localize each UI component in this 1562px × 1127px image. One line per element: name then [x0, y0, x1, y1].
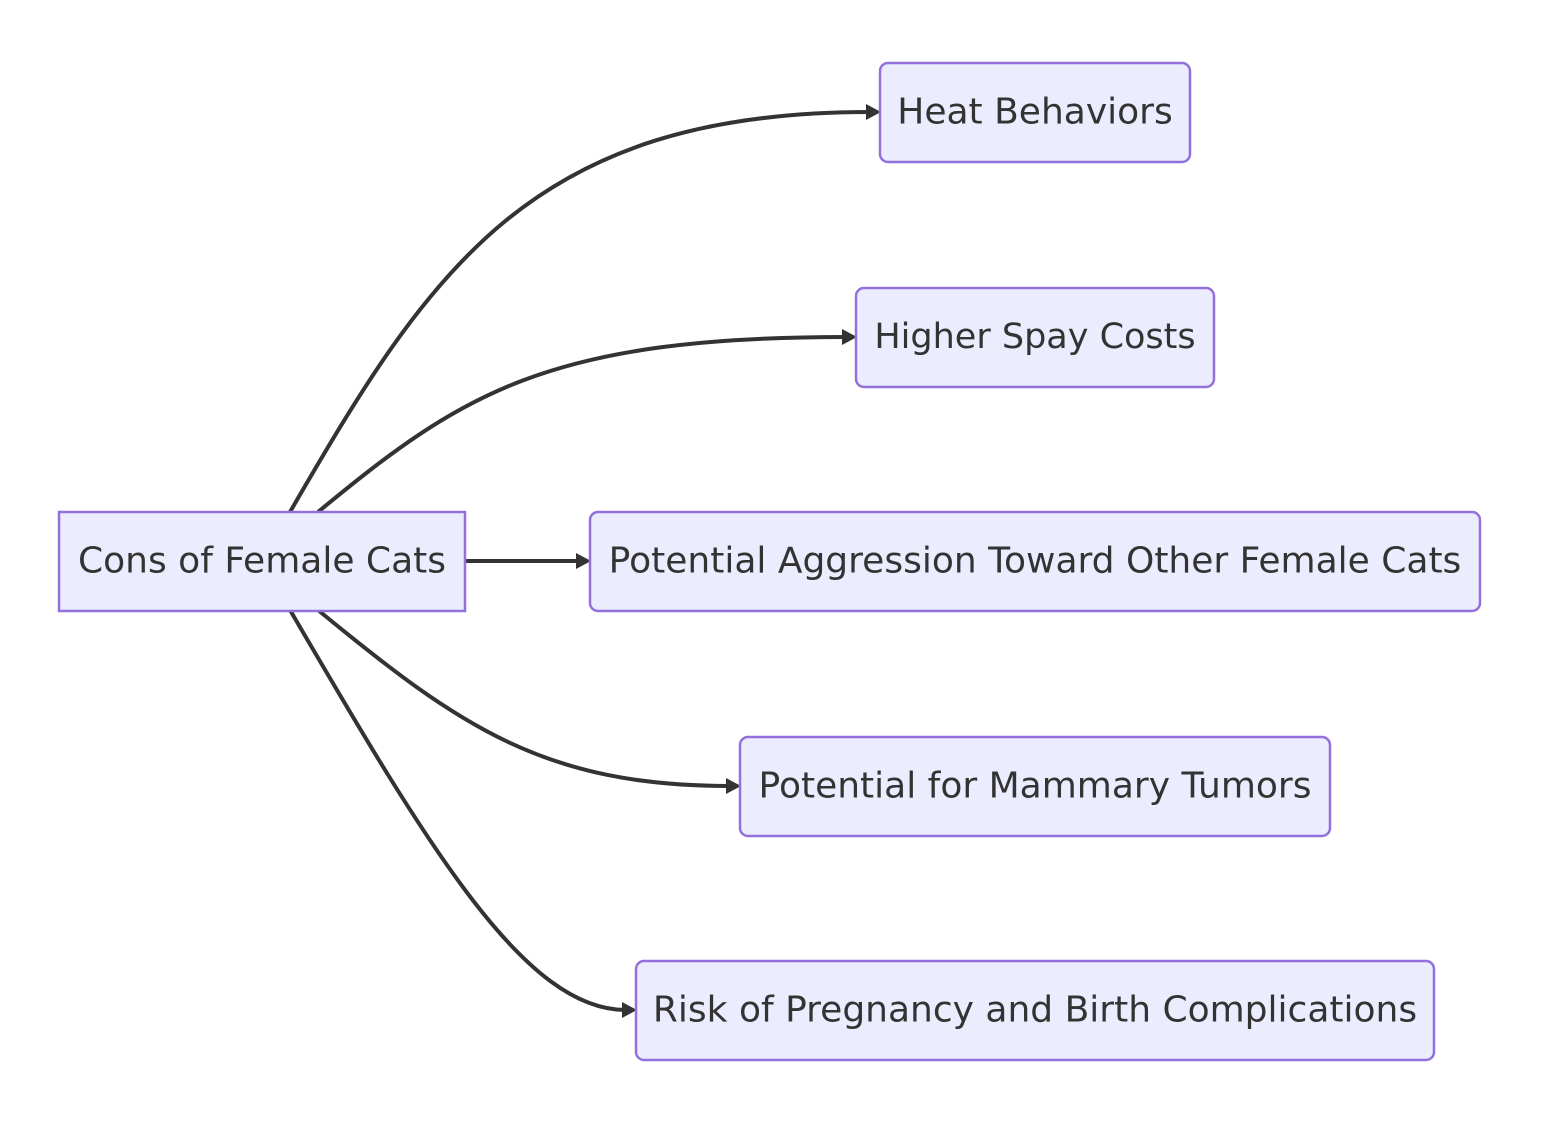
node-heat-behaviors-label: Heat Behaviors: [897, 92, 1172, 133]
node-heat-behaviors: Heat Behaviors: [878, 61, 1192, 164]
node-mammary-tumors: Potential for Mammary Tumors: [738, 735, 1332, 838]
edges-layer: [288, 104, 881, 1018]
edge-root-to-spay: [316, 335, 847, 514]
node-mammary-tumors-label: Potential for Mammary Tumors: [759, 766, 1312, 807]
node-root-label: Cons of Female Cats: [78, 541, 446, 582]
nodes-layer: Cons of Female Cats Heat Behaviors Highe…: [57, 61, 1482, 1062]
node-higher-spay-costs: Higher Spay Costs: [854, 286, 1216, 389]
node-higher-spay-costs-box: [854, 286, 1216, 389]
arrowhead-heat: [866, 104, 881, 120]
arrowhead-pregnancy: [622, 1002, 637, 1018]
node-root-box: [57, 510, 467, 613]
edge-root-to-heat: [288, 110, 871, 514]
node-pregnancy-complications: Risk of Pregnancy and Birth Complication…: [634, 959, 1436, 1062]
node-heat-behaviors-box: [878, 61, 1192, 164]
edge-root-to-tumors: [316, 608, 731, 788]
edge-root-to-pregnancy: [288, 608, 627, 1012]
arrowhead-tumors: [726, 778, 741, 794]
node-pregnancy-complications-label: Risk of Pregnancy and Birth Complication…: [653, 990, 1417, 1031]
node-potential-aggression-label: Potential Aggression Toward Other Female…: [609, 541, 1462, 582]
node-root: Cons of Female Cats: [57, 510, 467, 613]
node-pregnancy-complications-box: [634, 959, 1436, 1062]
node-mammary-tumors-box: [738, 735, 1332, 838]
node-potential-aggression: Potential Aggression Toward Other Female…: [588, 510, 1482, 613]
node-higher-spay-costs-label: Higher Spay Costs: [874, 317, 1195, 357]
arrowhead-spay: [842, 329, 857, 345]
node-potential-aggression-box: [588, 510, 1482, 613]
arrowhead-aggression: [576, 553, 591, 569]
